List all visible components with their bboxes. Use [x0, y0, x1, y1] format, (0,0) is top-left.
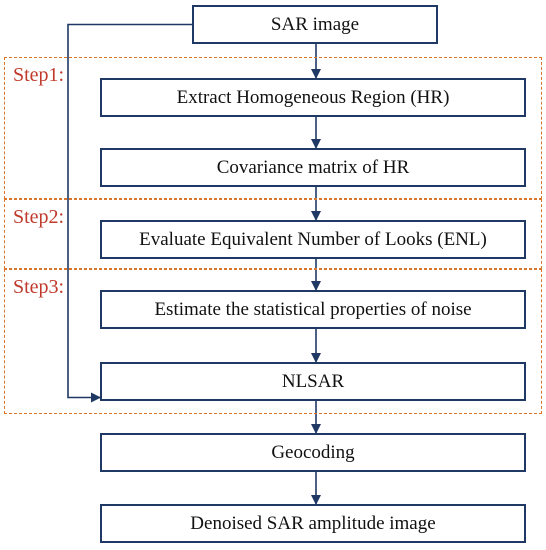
- evaluate-enl-label: Evaluate Equivalent Number of Looks (ENL…: [139, 228, 487, 250]
- step1-region: [4, 57, 542, 199]
- step2-label: Step2:: [13, 206, 65, 228]
- arrow-sar-to-nlsar: [67, 23, 192, 403]
- extract-homogeneous-region-label: Extract Homogeneous Region (HR): [176, 86, 450, 108]
- geocoding-label: Geocoding: [271, 441, 355, 463]
- geocoding-box: Geocoding: [100, 433, 526, 472]
- nlsar-label: NLSAR: [281, 370, 345, 392]
- sar-image-label: SAR image: [270, 13, 360, 35]
- connector-layer: [67, 23, 321, 505]
- step2-region: [4, 199, 542, 269]
- estimate-noise-properties-label: Estimate the statistical properties of n…: [154, 298, 472, 320]
- denoised-sar-amplitude-image-box: Denoised SAR amplitude image: [100, 504, 526, 543]
- covariance-matrix-label: Covariance matrix of HR: [216, 156, 410, 178]
- extract-homogeneous-region-box: Extract Homogeneous Region (HR): [100, 78, 526, 117]
- step3-region: [4, 269, 542, 414]
- covariance-matrix-box: Covariance matrix of HR: [100, 148, 526, 187]
- nlsar-box: NLSAR: [100, 362, 526, 401]
- evaluate-enl-box: Evaluate Equivalent Number of Looks (ENL…: [100, 220, 526, 259]
- estimate-noise-properties-box: Estimate the statistical properties of n…: [100, 290, 526, 329]
- step3-label: Step3:: [13, 276, 65, 298]
- denoised-sar-amplitude-image-label: Denoised SAR amplitude image: [190, 512, 436, 534]
- sar-image-box: SAR image: [192, 5, 438, 44]
- step1-label: Step1:: [13, 64, 65, 86]
